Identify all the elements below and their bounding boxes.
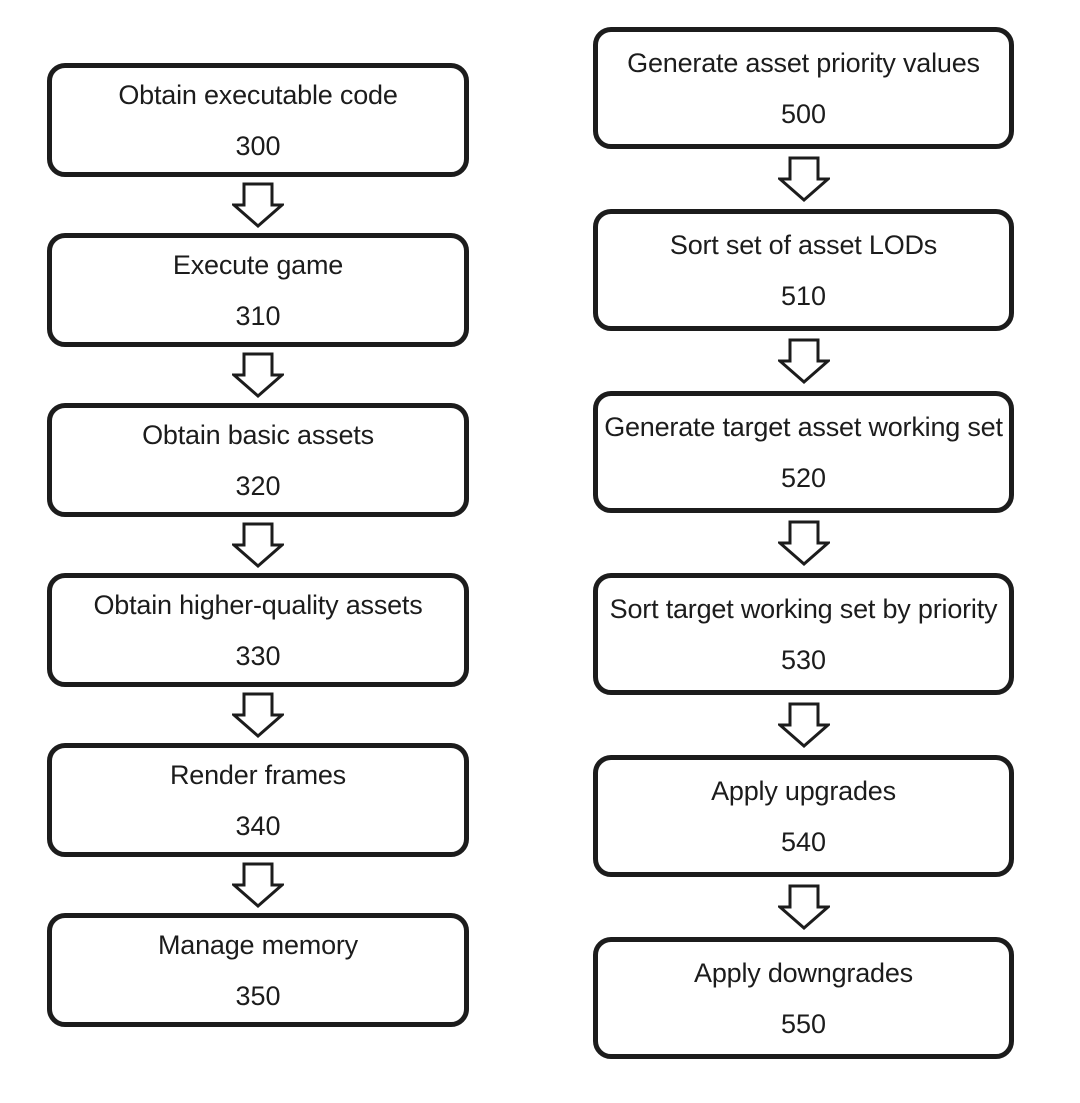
down-arrow-icon (232, 352, 284, 398)
flow-step-box-340: Render frames 340 (47, 743, 469, 857)
step-label: Obtain executable code (118, 80, 398, 110)
right-flow-column: Generate asset priority values 500 Sort … (593, 27, 1014, 1059)
step-label: Obtain higher-quality assets (93, 590, 423, 620)
step-label: Obtain basic assets (142, 420, 374, 450)
step-number: 300 (235, 131, 281, 161)
arrow-gap (232, 517, 284, 573)
step-label: Generate asset priority values (627, 48, 980, 78)
flow-step-box-530: Sort target working set by priority 530 (593, 573, 1014, 695)
step-label: Apply downgrades (694, 958, 913, 988)
flow-step-box-520: Generate target asset working set 520 (593, 391, 1014, 513)
flow-step-box-550: Apply downgrades 550 (593, 937, 1014, 1059)
arrow-gap (777, 877, 830, 937)
down-arrow-icon (777, 338, 830, 384)
arrow-gap (777, 331, 830, 391)
step-number: 320 (235, 471, 281, 501)
arrow-gap (777, 149, 830, 209)
step-label: Sort set of asset LODs (669, 230, 938, 260)
step-number: 550 (780, 1009, 827, 1039)
flow-step-box-320: Obtain basic assets 320 (47, 403, 469, 517)
step-label: Manage memory (158, 930, 358, 960)
step-number: 540 (780, 827, 827, 857)
step-number: 340 (235, 811, 281, 841)
down-arrow-icon (232, 522, 284, 568)
down-arrow-icon (232, 692, 284, 738)
step-label: Apply upgrades (711, 776, 896, 806)
down-arrow-icon (777, 520, 830, 566)
flow-step-box-300: Obtain executable code 300 (47, 63, 469, 177)
step-label: Execute game (172, 250, 344, 280)
step-number: 310 (235, 301, 281, 331)
step-label: Generate target asset working set (604, 412, 1003, 442)
flow-step-box-330: Obtain higher-quality assets 330 (47, 573, 469, 687)
down-arrow-icon (777, 702, 830, 748)
step-label: Render frames (170, 760, 346, 790)
left-flow-column: Obtain executable code 300 Execute game … (47, 63, 469, 1027)
step-number: 530 (780, 645, 827, 675)
down-arrow-icon (777, 156, 830, 202)
flow-step-box-540: Apply upgrades 540 (593, 755, 1014, 877)
down-arrow-icon (232, 862, 284, 908)
down-arrow-icon (777, 884, 830, 930)
arrow-gap (232, 687, 284, 743)
step-number: 510 (780, 281, 827, 311)
flow-step-box-500: Generate asset priority values 500 (593, 27, 1014, 149)
down-arrow-icon (232, 182, 284, 228)
step-number: 520 (780, 463, 827, 493)
arrow-gap (232, 857, 284, 913)
arrow-gap (232, 347, 284, 403)
flow-step-box-310: Execute game 310 (47, 233, 469, 347)
arrow-gap (777, 513, 830, 573)
step-number: 330 (235, 641, 281, 671)
step-number: 500 (780, 99, 827, 129)
flow-step-box-350: Manage memory 350 (47, 913, 469, 1027)
arrow-gap (232, 177, 284, 233)
step-number: 350 (235, 981, 281, 1011)
step-label: Sort target working set by priority (609, 594, 998, 624)
arrow-gap (777, 695, 830, 755)
flow-step-box-510: Sort set of asset LODs 510 (593, 209, 1014, 331)
